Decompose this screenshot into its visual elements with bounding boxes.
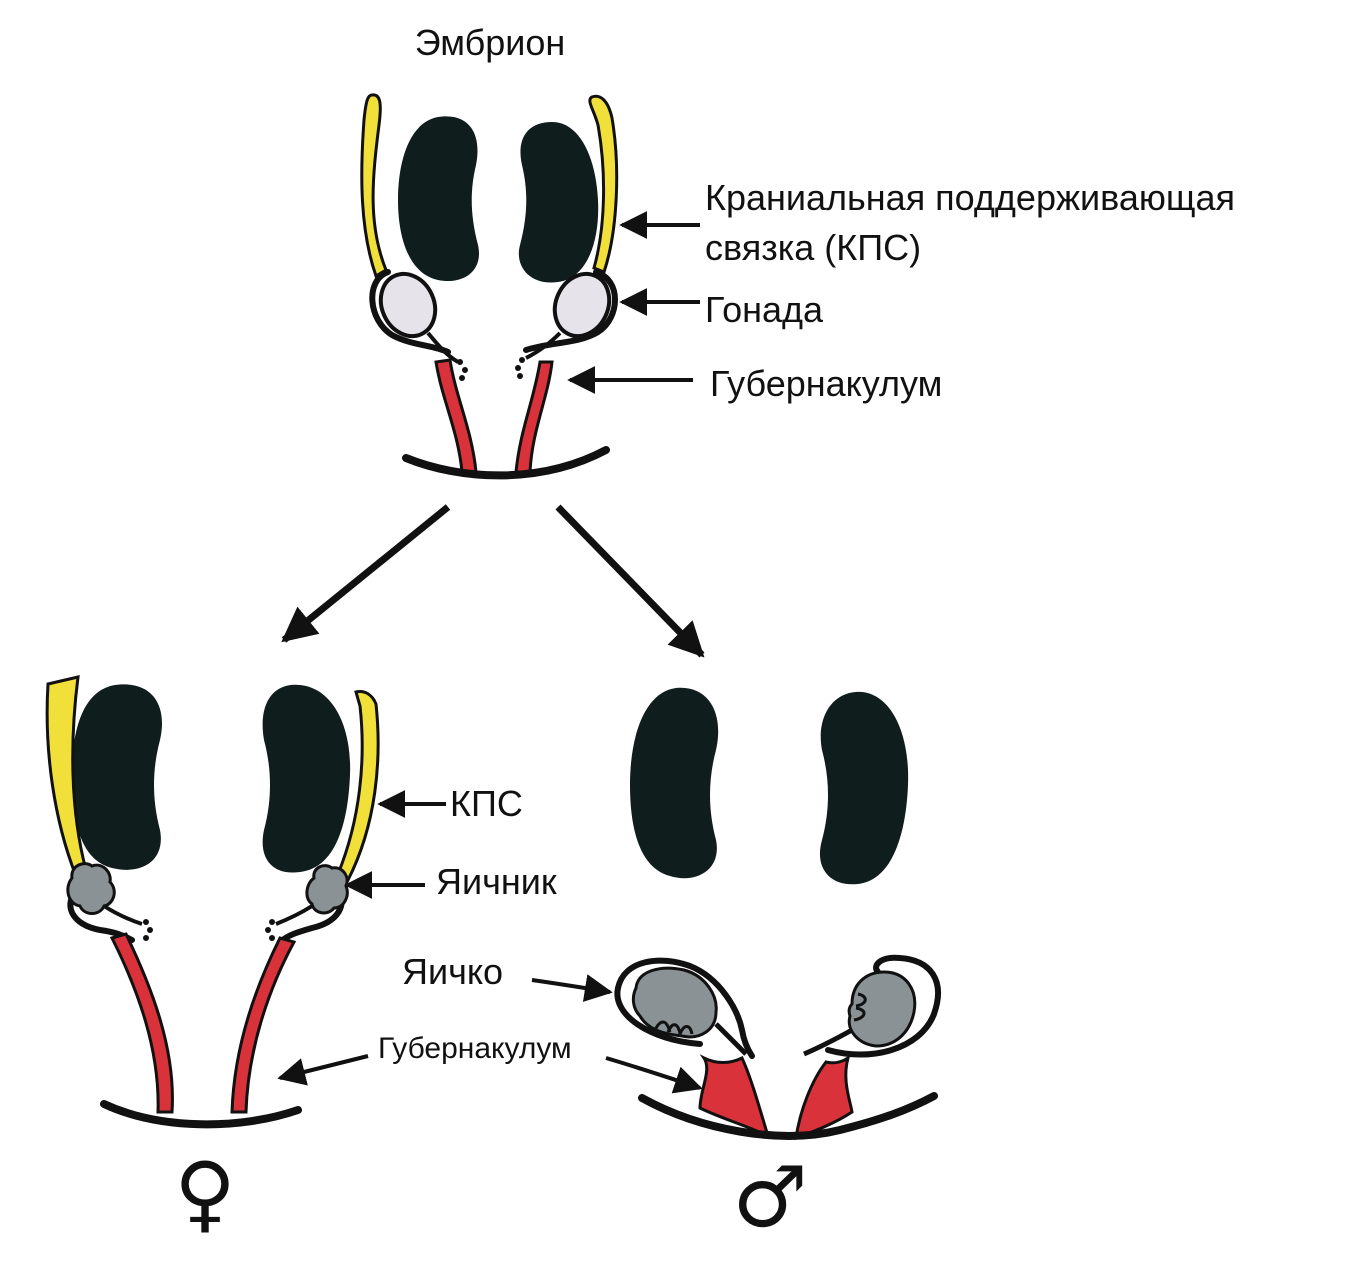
female-right-fimbriae xyxy=(265,919,275,941)
male-left-sac xyxy=(614,957,755,1059)
arrow-testis xyxy=(531,974,613,1002)
male-left-duct xyxy=(714,1022,748,1056)
label-cranial-ligament: Краниальная поддерживающая xyxy=(705,177,1235,218)
female-group xyxy=(45,675,380,1129)
embryo-group xyxy=(360,93,619,480)
arrow-gubernaculum-male xyxy=(605,1056,703,1094)
female-left-gubernaculum xyxy=(109,932,174,1114)
label-ovary: Яичник xyxy=(436,861,557,902)
embryo-right-duct xyxy=(525,331,562,360)
female-right-duct xyxy=(275,904,314,926)
male-group xyxy=(614,687,941,1141)
embryo-right-gonad xyxy=(552,271,612,339)
embryo-inguinal-line xyxy=(402,446,610,480)
female-symbol: ♀ xyxy=(174,1144,236,1242)
embryo-left-gonad xyxy=(378,271,438,339)
female-right-gubernaculum xyxy=(230,936,297,1114)
embryo-left-ligament xyxy=(360,93,388,279)
male-right-sac xyxy=(825,954,941,1058)
embryo-right-kidney xyxy=(518,122,599,283)
female-right-ovary xyxy=(305,864,349,915)
female-left-fimbriae xyxy=(143,919,153,941)
female-left-kidney xyxy=(72,684,163,870)
male-right-epididymis xyxy=(853,992,867,1022)
arrow-to-female xyxy=(281,504,451,643)
male-symbol: ♂ xyxy=(732,1148,807,1246)
male-right-testis xyxy=(847,970,917,1048)
embryo-left-kidney xyxy=(398,116,479,282)
embryo-right-fimbriae xyxy=(515,357,525,379)
male-left-kidney xyxy=(630,687,719,879)
label-kps: КПС xyxy=(450,783,523,824)
male-inguinal-line xyxy=(638,1092,938,1140)
male-left-testis xyxy=(631,966,718,1039)
label-gubernaculum-top: Губернакулум xyxy=(710,363,942,404)
female-left-ovary xyxy=(66,862,116,915)
arrow-gubernaculum-female xyxy=(277,1054,369,1086)
male-right-kidney xyxy=(819,691,909,885)
label-gubernaculum-bottom: Губернакулум xyxy=(378,1032,572,1065)
title-embryo: Эмбрион xyxy=(415,22,565,63)
embryo-left-fimbriae xyxy=(457,359,468,381)
female-right-ligament xyxy=(336,690,380,883)
female-inguinal-line xyxy=(100,1100,302,1129)
label-gonad: Гонада xyxy=(705,289,824,330)
arrow-to-male xyxy=(555,504,705,658)
embryo-left-gubernaculum xyxy=(434,358,478,474)
male-left-epididymis xyxy=(653,1020,694,1035)
female-right-kidney xyxy=(262,684,351,873)
embryo-left-gonad-outline xyxy=(369,269,451,355)
male-right-duct xyxy=(803,1027,854,1057)
label-testis: Яичко xyxy=(402,951,503,992)
label-cranial-ligament-2: связка (КПС) xyxy=(705,227,921,268)
embryo-left-duct xyxy=(426,331,460,364)
female-left-duct xyxy=(102,904,143,926)
